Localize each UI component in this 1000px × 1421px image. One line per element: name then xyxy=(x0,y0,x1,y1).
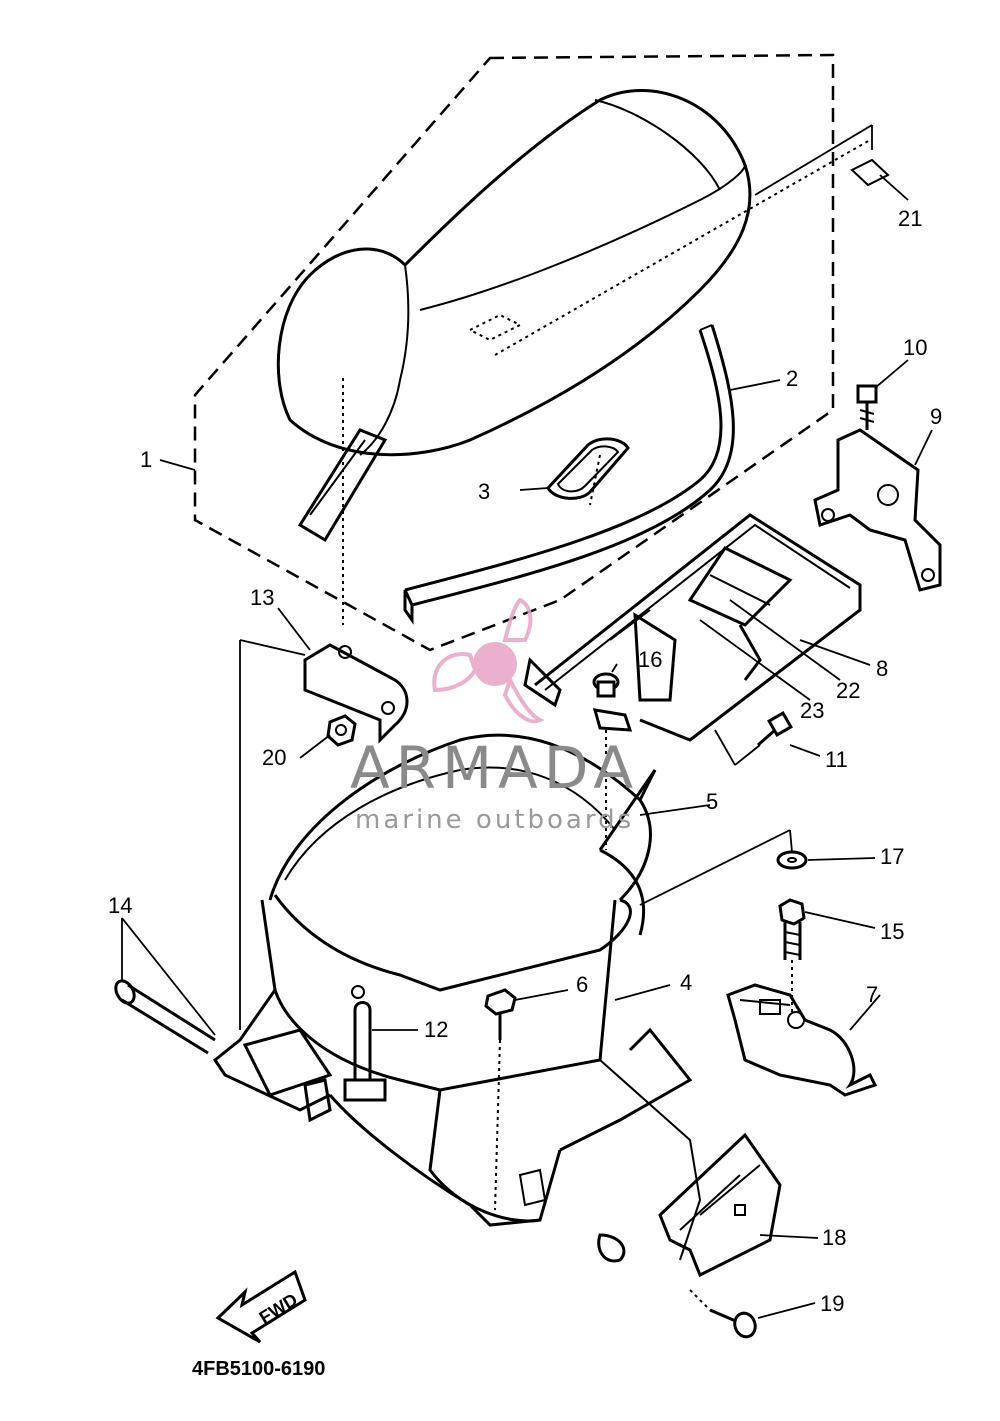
fwd-arrow-icon: FWD xyxy=(215,1269,307,1344)
screw-19 xyxy=(689,1289,757,1339)
part-label-6: 6 xyxy=(576,972,588,997)
bolt-6 xyxy=(484,988,517,1211)
seat-frame xyxy=(523,513,862,742)
fwd-label: FWD xyxy=(256,1289,301,1328)
part-label-1: 1 xyxy=(140,447,152,472)
switch-15 xyxy=(778,898,806,1015)
storage-box xyxy=(212,733,702,1263)
watermark-subtitle: marine outboards xyxy=(355,805,634,835)
cover-panel xyxy=(658,1132,782,1278)
bolt-10 xyxy=(856,384,878,430)
seat-clip xyxy=(303,643,409,744)
part-label-13: 13 xyxy=(250,585,274,610)
part-label-20: 20 xyxy=(262,745,286,770)
part-label-5: 5 xyxy=(706,789,718,814)
part-label-16: 16 xyxy=(638,647,662,672)
part-label-4: 4 xyxy=(680,970,692,995)
hinge-bracket xyxy=(813,428,942,592)
part-label-3: 3 xyxy=(478,479,490,504)
seat-lock xyxy=(726,983,878,1097)
washer xyxy=(776,850,808,870)
part-label-10: 10 xyxy=(903,335,927,360)
part-label-18: 18 xyxy=(822,1225,846,1250)
grommet xyxy=(592,672,633,850)
seat-assembly-boundary xyxy=(193,53,835,652)
leader-window xyxy=(589,454,601,506)
drawing-code: 4FB5100-6190 xyxy=(192,1358,325,1380)
part-label-22: 22 xyxy=(836,678,860,703)
leader-lines xyxy=(159,174,933,1319)
part-label-14: 14 xyxy=(108,893,132,918)
seat xyxy=(276,88,752,543)
part-label-21: 21 xyxy=(898,206,922,231)
watermark-logo xyxy=(432,597,545,724)
seat-base-rail xyxy=(403,324,735,625)
part-label-23: 23 xyxy=(800,698,824,723)
hinge-pin xyxy=(114,917,216,1055)
latch-spring xyxy=(343,985,387,1102)
part-label-17: 17 xyxy=(880,844,904,869)
bolt-11 xyxy=(757,711,793,747)
gasket-window xyxy=(546,437,630,500)
part-label-7: 7 xyxy=(866,982,878,1007)
part-label-8: 8 xyxy=(876,656,888,681)
part-label-9: 9 xyxy=(930,404,942,429)
decal xyxy=(850,158,890,187)
part-label-2: 2 xyxy=(786,366,798,391)
leader-seat-decal xyxy=(494,139,871,356)
part-label-12: 12 xyxy=(424,1017,448,1042)
watermark-title: ARMADA xyxy=(350,734,639,802)
part-label-15: 15 xyxy=(880,919,904,944)
part-label-11: 11 xyxy=(825,747,848,772)
part-label-19: 19 xyxy=(820,1291,844,1316)
